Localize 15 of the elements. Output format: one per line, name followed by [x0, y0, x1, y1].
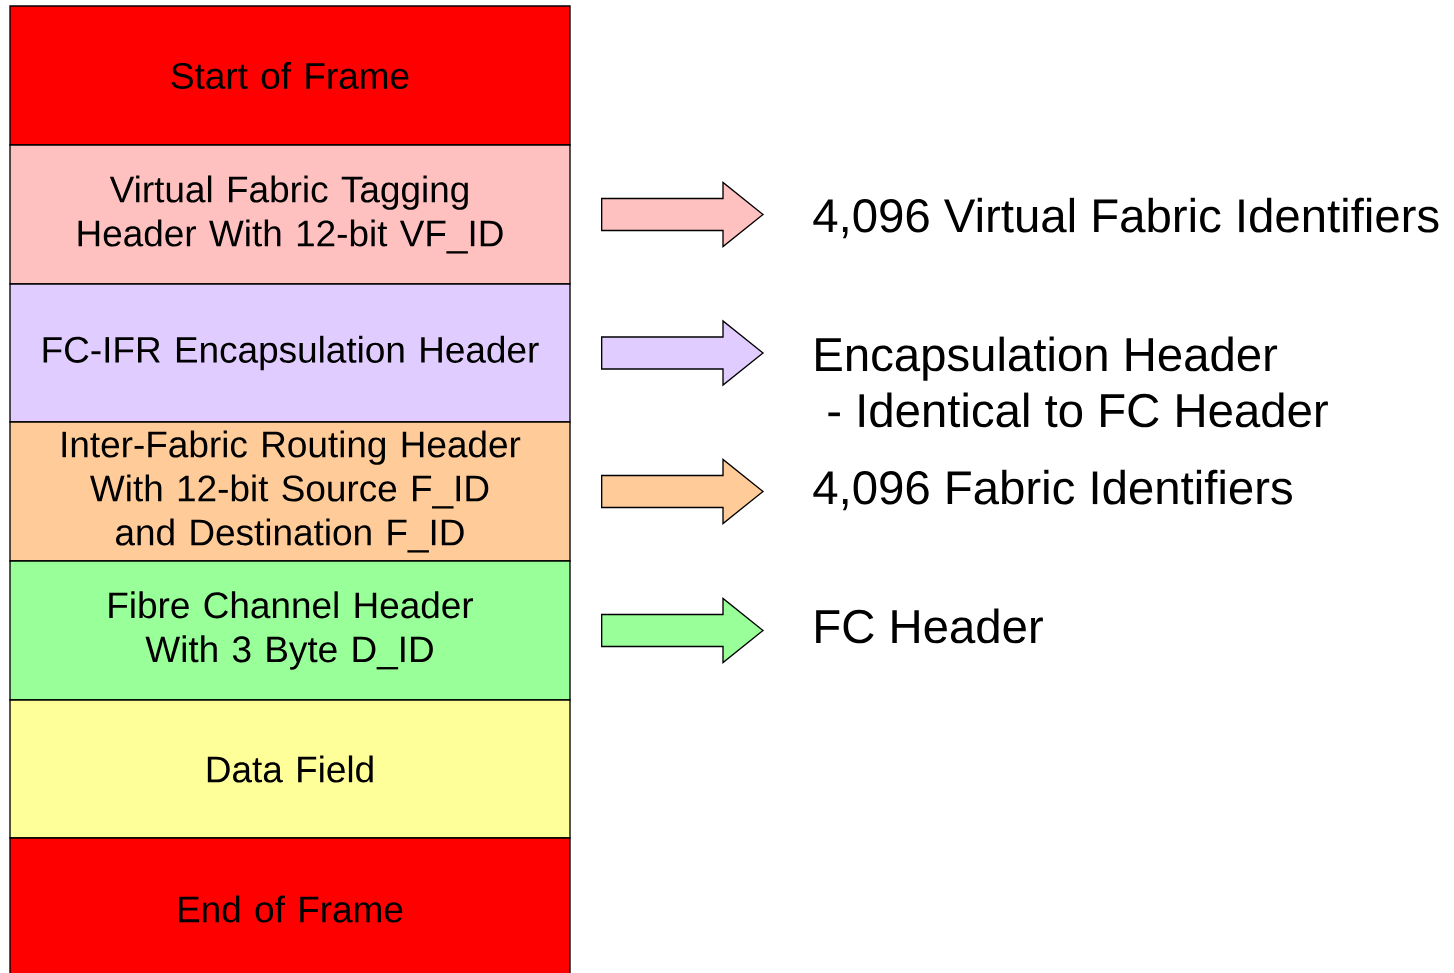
block-arrow — [601, 597, 765, 664]
frame-field-box: Fibre Channel Header With 3 Byte D_ID — [9, 560, 571, 701]
frame-field-box: End of Frame — [9, 837, 571, 973]
description-text: 4,096 Fabric Identifiers — [813, 469, 1292, 511]
frame-field-box: Virtual Fabric Tagging Header With 12-bit VF_ID — [9, 144, 571, 285]
block-arrow — [601, 319, 765, 387]
description-text: FC Header — [816, 608, 1043, 644]
block-arrow — [601, 181, 765, 248]
frame-field-box: Data Field — [9, 699, 571, 839]
frame-field-box: Inter-Fabric Routing Header With 12-bit Source F_ID and Destination F_ID — [9, 421, 571, 562]
frame-field-box: FC-IFR Encapsulation Header — [9, 283, 571, 423]
description-text: Encapsulation Header - Identical to FC Header — [816, 336, 1328, 428]
frame-field-box: Start of Frame — [9, 5, 571, 146]
description-text: 4,096 Virtual Fabric Identifiers — [813, 197, 1439, 239]
block-arrow — [601, 458, 765, 525]
